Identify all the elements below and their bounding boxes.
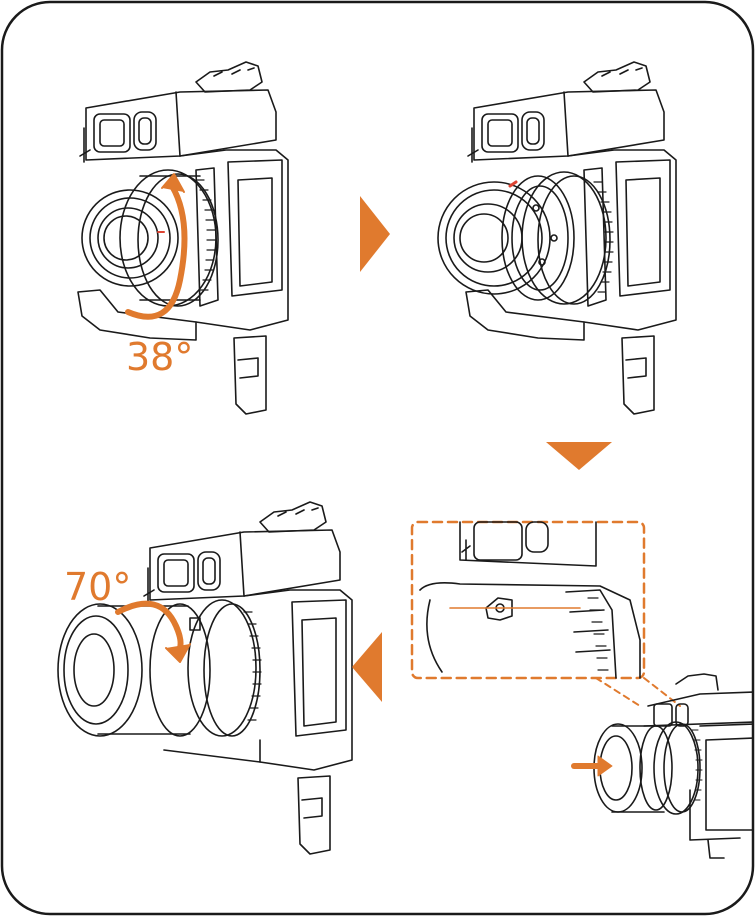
step2-camera-icon <box>465 61 677 415</box>
step4-rotate-arrow-icon <box>115 600 191 663</box>
step3-camera-icon <box>643 673 753 859</box>
step3-detail-callout-box <box>410 520 681 707</box>
step-arrow-left-icon <box>352 632 382 702</box>
step4-angle-label: 70° <box>64 565 132 609</box>
step1-angle-label: 38° <box>126 335 194 379</box>
step1-camera-icon <box>77 61 289 415</box>
step1-rotate-arrow-icon <box>125 173 188 320</box>
step4-camera-icon <box>143 501 353 855</box>
step3-push-arrow-icon <box>571 755 613 777</box>
step2-lens-icon <box>437 171 614 305</box>
step3-lens-icon <box>593 721 703 815</box>
step-arrow-down-icon <box>546 442 612 470</box>
step4-lens-icon <box>57 599 262 737</box>
step-arrow-right-icon <box>360 196 390 272</box>
